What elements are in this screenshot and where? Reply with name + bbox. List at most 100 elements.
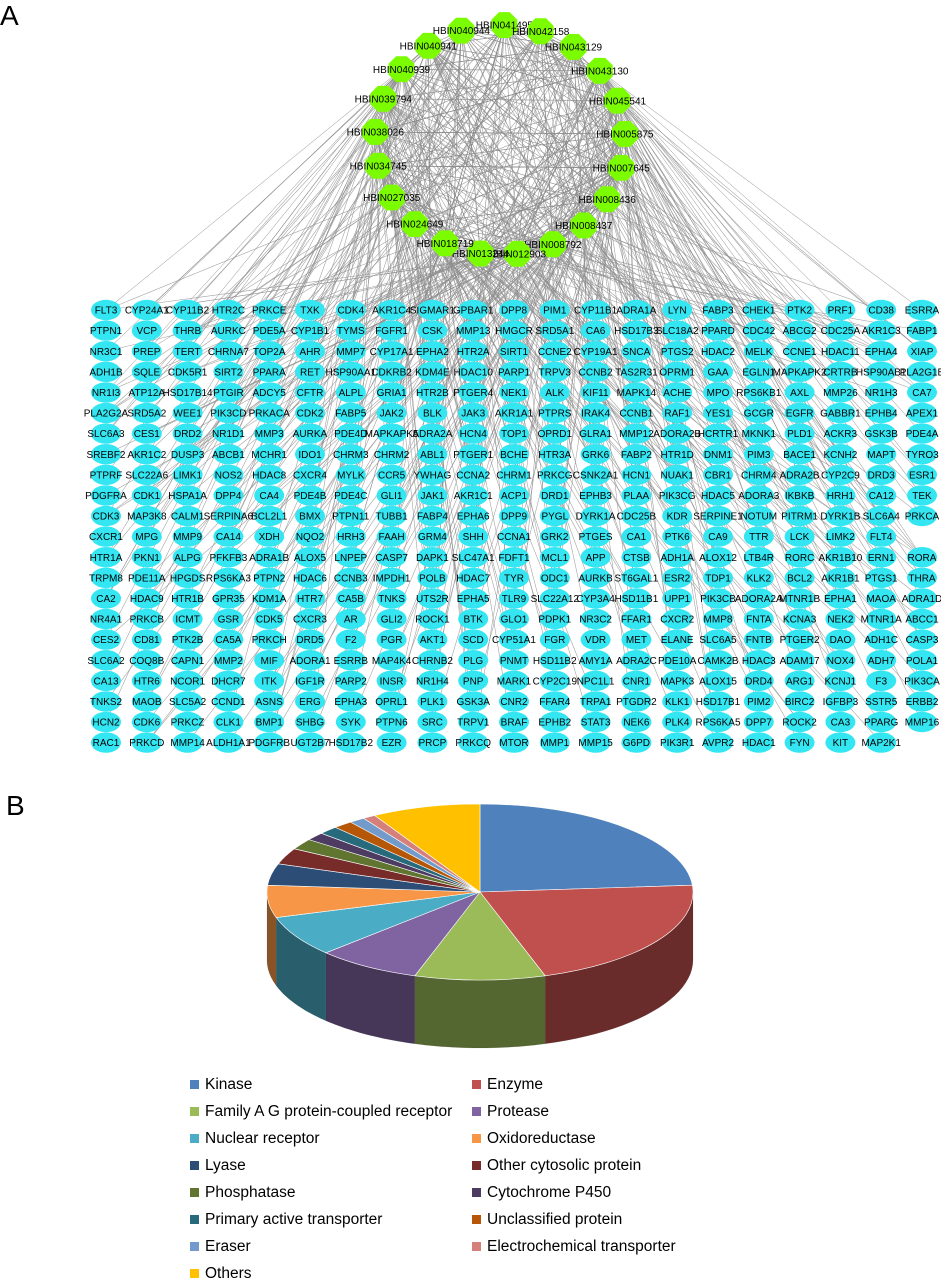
target-label: ESRRA (905, 306, 940, 317)
target-node-shape (499, 588, 529, 609)
target-node: SIGMAR1 (410, 299, 455, 321)
target-label: TYMS (337, 326, 365, 337)
target-node: EPHA1 (824, 588, 857, 609)
target-node-shape (91, 402, 121, 424)
target-label: HSP90AB1 (856, 367, 907, 378)
target-node: CLK1 (213, 711, 244, 733)
target-node: SNCA (621, 341, 652, 362)
target-label: MAP2K1 (861, 738, 901, 749)
target-label: PTPN11 (332, 512, 369, 523)
compound-node-shape (586, 57, 613, 84)
target-label: MMP8 (704, 615, 733, 626)
target-label: MMP1 (540, 738, 569, 749)
legend-swatch (190, 1080, 199, 1089)
target-node: MMP16 (905, 711, 940, 733)
target-node: MMP7 (335, 341, 366, 362)
target-node: F2 (335, 629, 366, 650)
target-node-shape (866, 320, 897, 341)
network-edge (401, 69, 759, 414)
target-node-shape (458, 423, 489, 444)
target-node: HCN1 (621, 464, 652, 485)
target-node-shape (662, 299, 693, 321)
network-edge (377, 165, 637, 599)
target-node: POLB (417, 567, 448, 588)
legend-swatch (472, 1080, 481, 1089)
network-edge (309, 253, 481, 331)
target-node-shape (580, 382, 611, 403)
target-node-shape (621, 382, 652, 403)
target-node: G6PD (621, 732, 652, 753)
target-label: NOTUM (740, 512, 777, 523)
network-edge (401, 69, 515, 743)
target-label: CDK6 (133, 718, 160, 729)
target-node-shape (825, 711, 856, 733)
target-node: HSD11B1 (615, 588, 659, 609)
target-label: CXCR4 (293, 470, 327, 481)
target-label: CCNE1 (783, 347, 817, 358)
target-label: NR1H4 (416, 676, 449, 687)
target-node-shape (621, 485, 652, 506)
target-node: RET (295, 361, 325, 382)
target-label: TAS2R31 (615, 367, 658, 378)
target-node-shape (213, 732, 244, 753)
target-label: KCNJ1 (825, 676, 857, 687)
target-label: XIAP (911, 347, 934, 358)
target-node-shape (376, 567, 407, 588)
network-edge (228, 198, 608, 537)
target-node-shape (335, 567, 366, 588)
target-node: CD81 (131, 629, 162, 650)
target-label: ADH7 (868, 656, 895, 667)
target-label: GLI1 (381, 491, 403, 502)
target-node-shape (784, 382, 815, 403)
target-node-shape (458, 444, 489, 465)
network-edge (480, 253, 841, 517)
network-edge (228, 70, 601, 702)
target-node: ADH1C (864, 629, 898, 650)
target-node-shape (743, 423, 774, 444)
target-node: ACP1 (499, 485, 529, 506)
target-label: PTGER4 (453, 388, 493, 399)
legend-label: Unclassified protein (487, 1210, 623, 1228)
target-node-shape (376, 526, 407, 547)
target-node: ST6GAL1 (614, 567, 659, 588)
target-node-shape (417, 567, 448, 588)
network-edge (383, 98, 416, 225)
target-node-shape (662, 402, 693, 424)
compound-label: HBIN045541 (589, 96, 647, 107)
target-label: BTK (463, 615, 483, 626)
target-label: CA3 (831, 718, 851, 729)
target-label: NPC1L1 (577, 676, 615, 687)
target-label: NEK2 (827, 615, 854, 626)
network-edge (444, 30, 462, 244)
target-label: TERT (175, 347, 201, 358)
target-node-shape (784, 526, 815, 547)
target-node: ELANE (661, 629, 694, 650)
target-node-shape (621, 299, 652, 321)
target-node-shape (662, 382, 693, 403)
target-label: FNTA (746, 615, 772, 626)
network-edge (599, 70, 923, 393)
target-node: SHBG (295, 711, 325, 733)
target-node-shape (539, 567, 570, 588)
target-node: TDP1 (703, 567, 733, 588)
target-label: PDE11A (128, 573, 166, 584)
compound-node: HBIN008436 (579, 186, 636, 213)
target-node-shape (254, 423, 285, 444)
target-node: PTGER4 (453, 382, 494, 403)
target-label: F2 (345, 635, 357, 646)
legend-label: Enzyme (487, 1075, 543, 1093)
target-node: FABP4 (417, 505, 448, 527)
target-node: BCL2L1 (251, 505, 288, 527)
target-node-shape (417, 444, 448, 465)
target-node: DAO (825, 629, 856, 650)
network-edge (105, 30, 462, 434)
target-node: MARK1 (497, 670, 532, 691)
target-node: CCNB3 (334, 567, 368, 588)
target-node: PIK3CG (659, 485, 696, 506)
target-node: ASNS (254, 691, 285, 712)
target-node: GABBR1 (820, 402, 861, 424)
target-label: ITK (261, 676, 277, 687)
target-node-shape (131, 402, 162, 424)
target-node-shape (784, 608, 815, 630)
target-node-shape (213, 444, 244, 465)
